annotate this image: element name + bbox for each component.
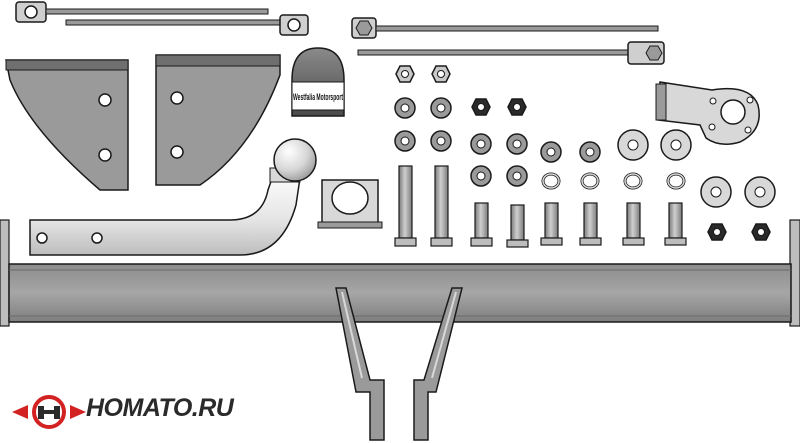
bolts [394, 165, 687, 248]
side-bracket-left [5, 59, 129, 191]
washer-large [744, 176, 776, 208]
nut-5 [707, 223, 727, 241]
washer-large [660, 129, 692, 161]
nut-3 [471, 98, 491, 116]
bolt-long [430, 165, 453, 247]
washer [430, 130, 452, 152]
homato-logo-text: HOMATO.RU [86, 394, 234, 422]
washer [394, 130, 416, 152]
spring-washer [541, 172, 561, 190]
washer [540, 141, 562, 163]
washers [394, 97, 776, 208]
tow-ball-cap: Westfalia Motorsport [291, 47, 345, 117]
washer [506, 133, 528, 155]
washer [579, 141, 601, 163]
tie-rod-1 [15, 1, 269, 23]
socket-bracket [655, 81, 760, 145]
spring-washers [541, 172, 686, 190]
spring-washer [623, 172, 643, 190]
tie-rod-3 [351, 17, 659, 39]
washer [470, 165, 492, 187]
washer-large [700, 176, 732, 208]
drop-plate-left [335, 287, 385, 441]
bolt-long [394, 165, 417, 247]
washer [430, 97, 452, 119]
bolt [622, 202, 645, 246]
spring-washer [580, 172, 600, 190]
cross-beam [0, 219, 800, 327]
tow-ball-arm [29, 138, 317, 256]
bolt [470, 202, 493, 247]
homato-logo-emblem [12, 395, 86, 429]
bolt [664, 202, 687, 246]
nut-1 [395, 65, 415, 83]
nut-2 [431, 65, 451, 83]
bolt [579, 202, 602, 246]
washer [506, 165, 528, 187]
bolt [506, 204, 529, 248]
washer-large [617, 129, 649, 161]
side-bracket-right [155, 54, 281, 186]
tie-rod-4 [357, 41, 665, 65]
tow-cap-label: Westfalia Motorsport [293, 92, 343, 102]
tie-rod-2 [65, 14, 309, 36]
bolt [540, 202, 563, 246]
drop-plate-right [413, 287, 463, 441]
nut-4 [507, 98, 527, 116]
clamp-bracket [317, 179, 383, 229]
nut-6 [751, 223, 771, 241]
washer [470, 133, 492, 155]
washer [394, 97, 416, 119]
spring-washer [666, 172, 686, 190]
